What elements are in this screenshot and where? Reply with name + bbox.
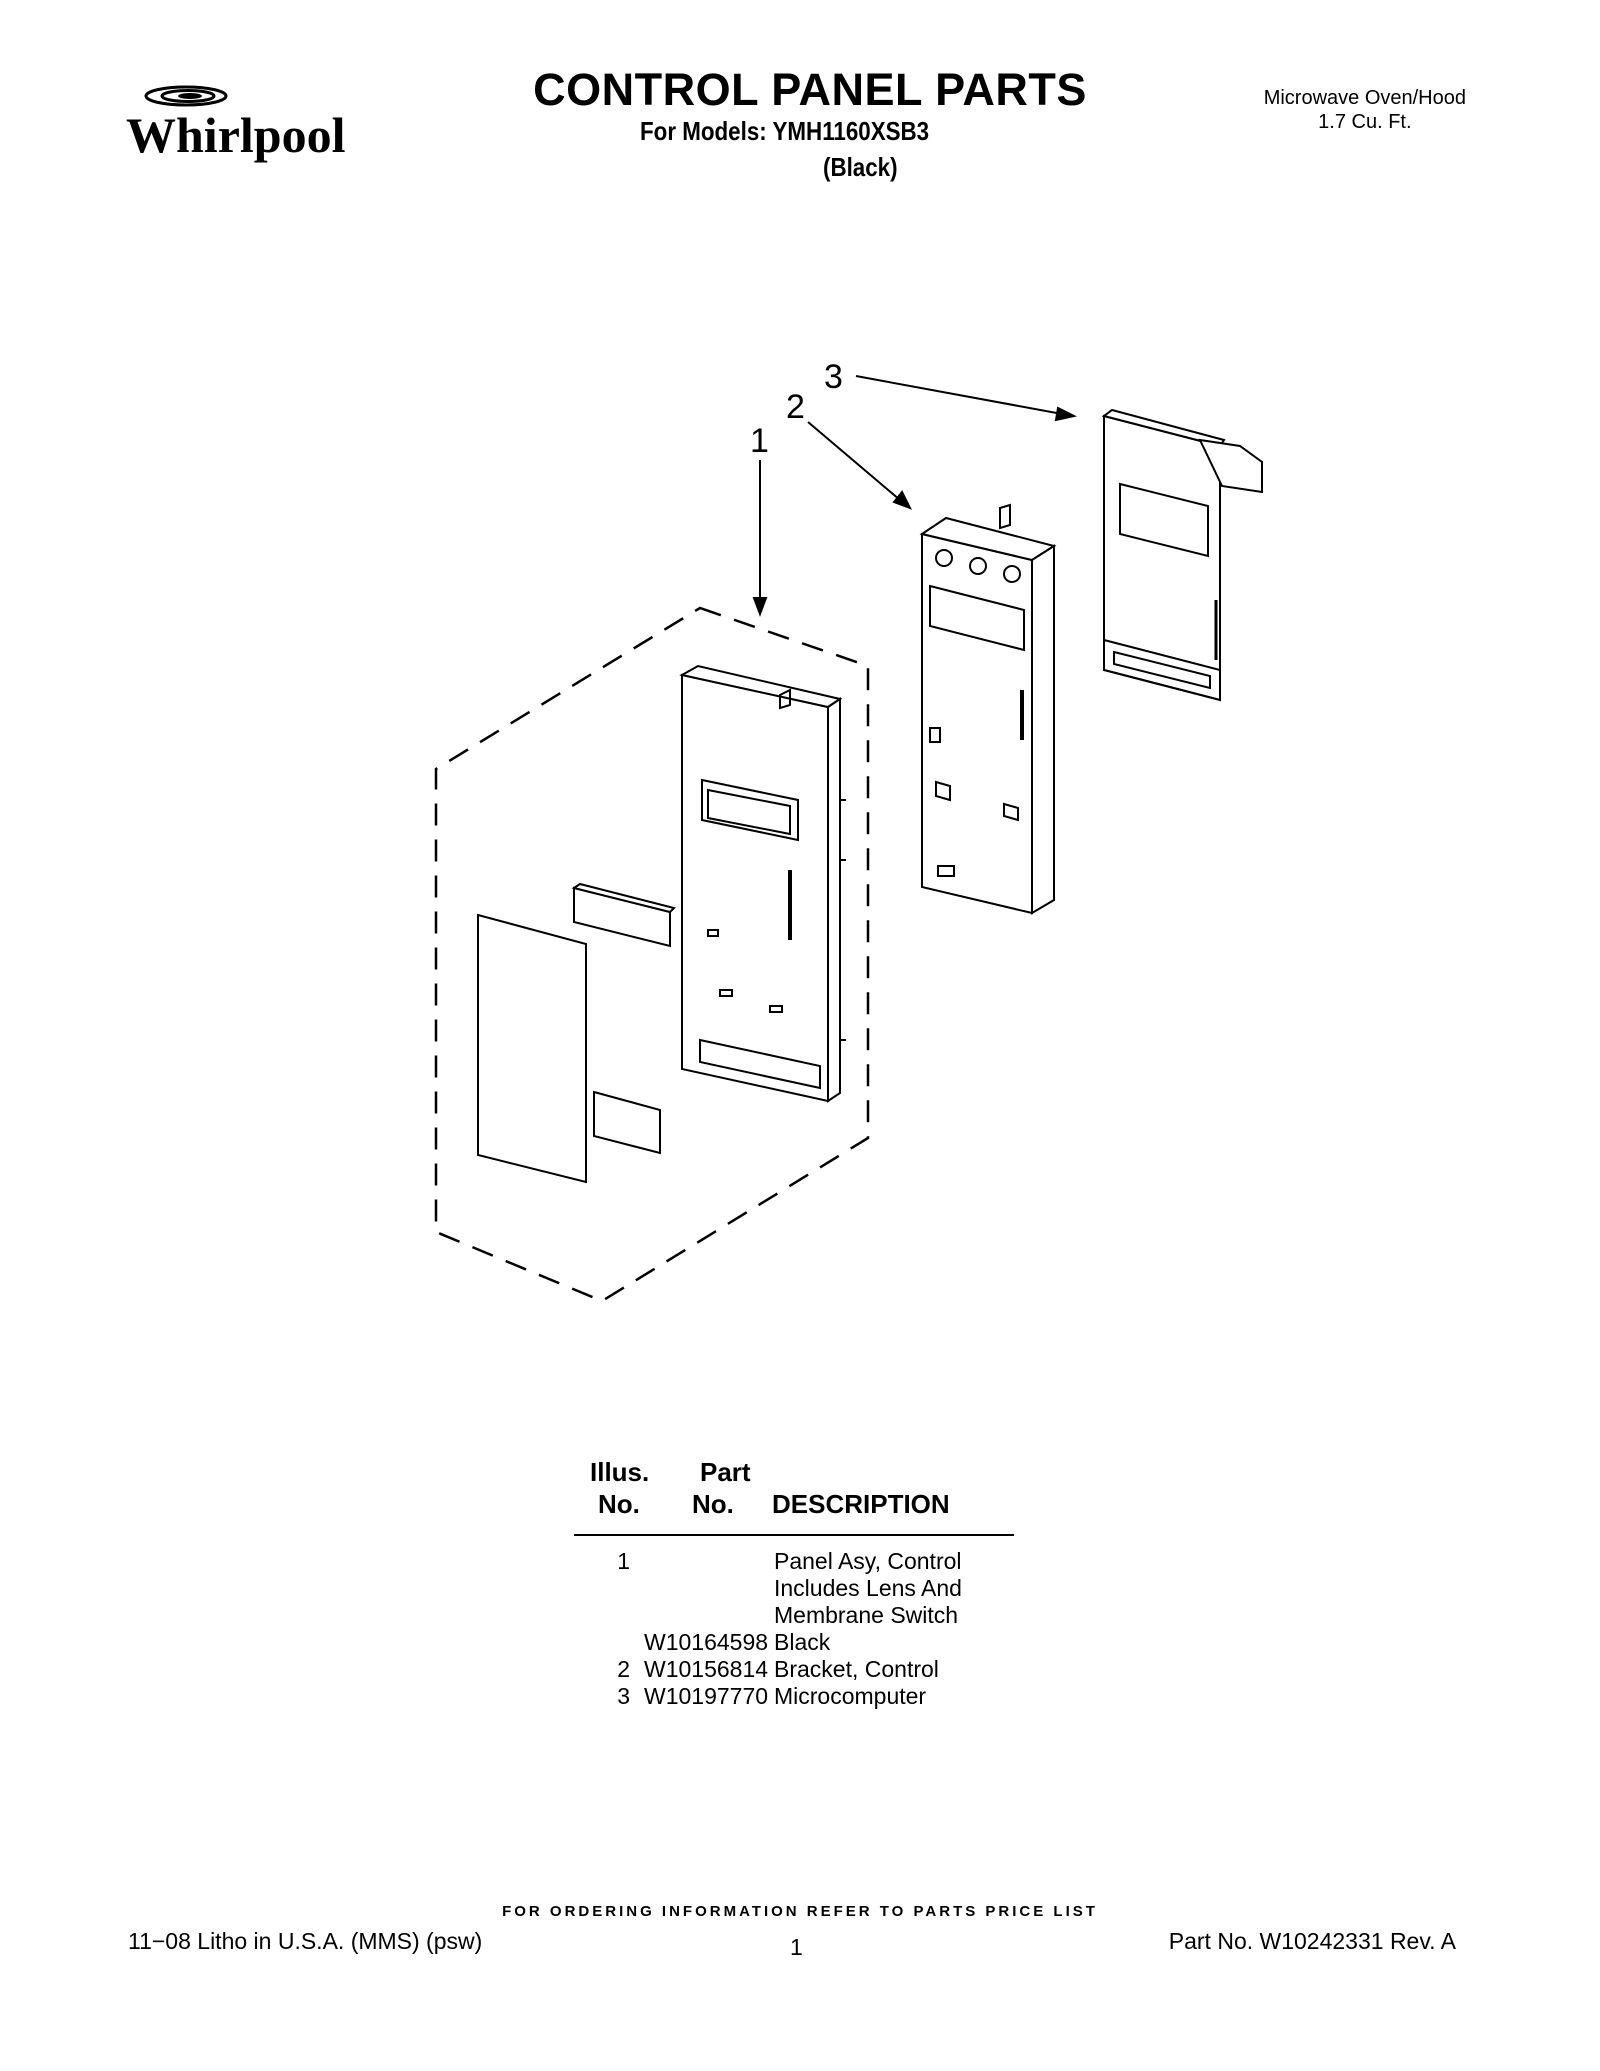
callout-1: 1 xyxy=(750,422,769,460)
callout-labels: 1 2 3 xyxy=(750,358,843,460)
ordering-note: FOR ORDERING INFORMATION REFER TO PARTS … xyxy=(502,1903,1098,1920)
part-number: W10164598 xyxy=(644,1629,769,1655)
exploded-view-diagram: 1 2 3 xyxy=(434,358,1263,1303)
product-type: Microwave Oven/Hood xyxy=(1263,87,1466,109)
illus-number: 1 xyxy=(617,1548,630,1574)
page-number: 1 xyxy=(790,1934,803,1960)
membrane-switch-part xyxy=(477,913,661,1184)
illus-number: 3 xyxy=(617,1683,630,1709)
callout-2: 2 xyxy=(786,388,805,426)
header-illus-top: Illus. xyxy=(590,1457,650,1487)
part-number: W10197770 xyxy=(644,1683,769,1709)
parts-table-header: Illus. No. Part No. DESCRIPTION xyxy=(574,1458,1014,1536)
table-row: 1 Panel Asy, Control xyxy=(574,1548,1014,1575)
part-description: Membrane Switch xyxy=(774,1602,959,1628)
models-line: For Models: YMH1160XSB3 xyxy=(640,116,930,146)
table-row: 3 W10197770 Microcomputer xyxy=(574,1683,1014,1710)
table-row: 2 W10156814 Bracket, Control xyxy=(574,1656,1014,1683)
parts-table: Illus. No. Part No. DESCRIPTION 1 Panel … xyxy=(574,1458,1014,1710)
table-row: Membrane Switch xyxy=(574,1602,1014,1629)
header-part-top: Part xyxy=(700,1457,751,1487)
table-row: W10164598 Black xyxy=(574,1629,1014,1656)
table-row: Includes Lens And xyxy=(574,1575,1014,1602)
whirlpool-logo-graphic: Whirlpool xyxy=(126,85,346,163)
part-description: Black xyxy=(774,1629,831,1655)
part-description: Microcomputer xyxy=(774,1683,927,1709)
part-number: W10156814 xyxy=(644,1656,769,1682)
microcomputer-part xyxy=(1101,408,1263,702)
color-variant: (Black) xyxy=(823,152,898,182)
page-title: CONTROL PANEL PARTS xyxy=(533,64,1087,115)
assembly-boundary xyxy=(434,606,870,1303)
part-description: Includes Lens And xyxy=(774,1575,962,1601)
callout-3: 3 xyxy=(824,358,843,396)
header-part-bottom: No. xyxy=(692,1489,734,1519)
header-illus-bottom: No. xyxy=(598,1489,640,1519)
brand-name: Whirlpool xyxy=(126,107,346,163)
product-info: Microwave Oven/Hood 1.7 Cu. Ft. xyxy=(1264,86,1466,134)
control-bracket-part xyxy=(919,503,1057,915)
control-panel-part xyxy=(679,664,846,1103)
callout-leaders xyxy=(752,375,1077,617)
header-description: DESCRIPTION xyxy=(772,1489,950,1519)
document-part-number: Part No. W10242331 Rev. A xyxy=(1168,1928,1456,1954)
part-description: Panel Asy, Control xyxy=(774,1548,962,1574)
illus-number: 2 xyxy=(617,1656,630,1682)
litho-info: 11−08 Litho in U.S.A. (MMS) (psw) xyxy=(128,1928,483,1954)
whirlpool-logo: Whirlpool xyxy=(126,80,376,170)
lens-part xyxy=(571,882,676,948)
part-description: Bracket, Control xyxy=(774,1656,939,1682)
product-capacity: 1.7 Cu. Ft. xyxy=(1318,111,1412,133)
